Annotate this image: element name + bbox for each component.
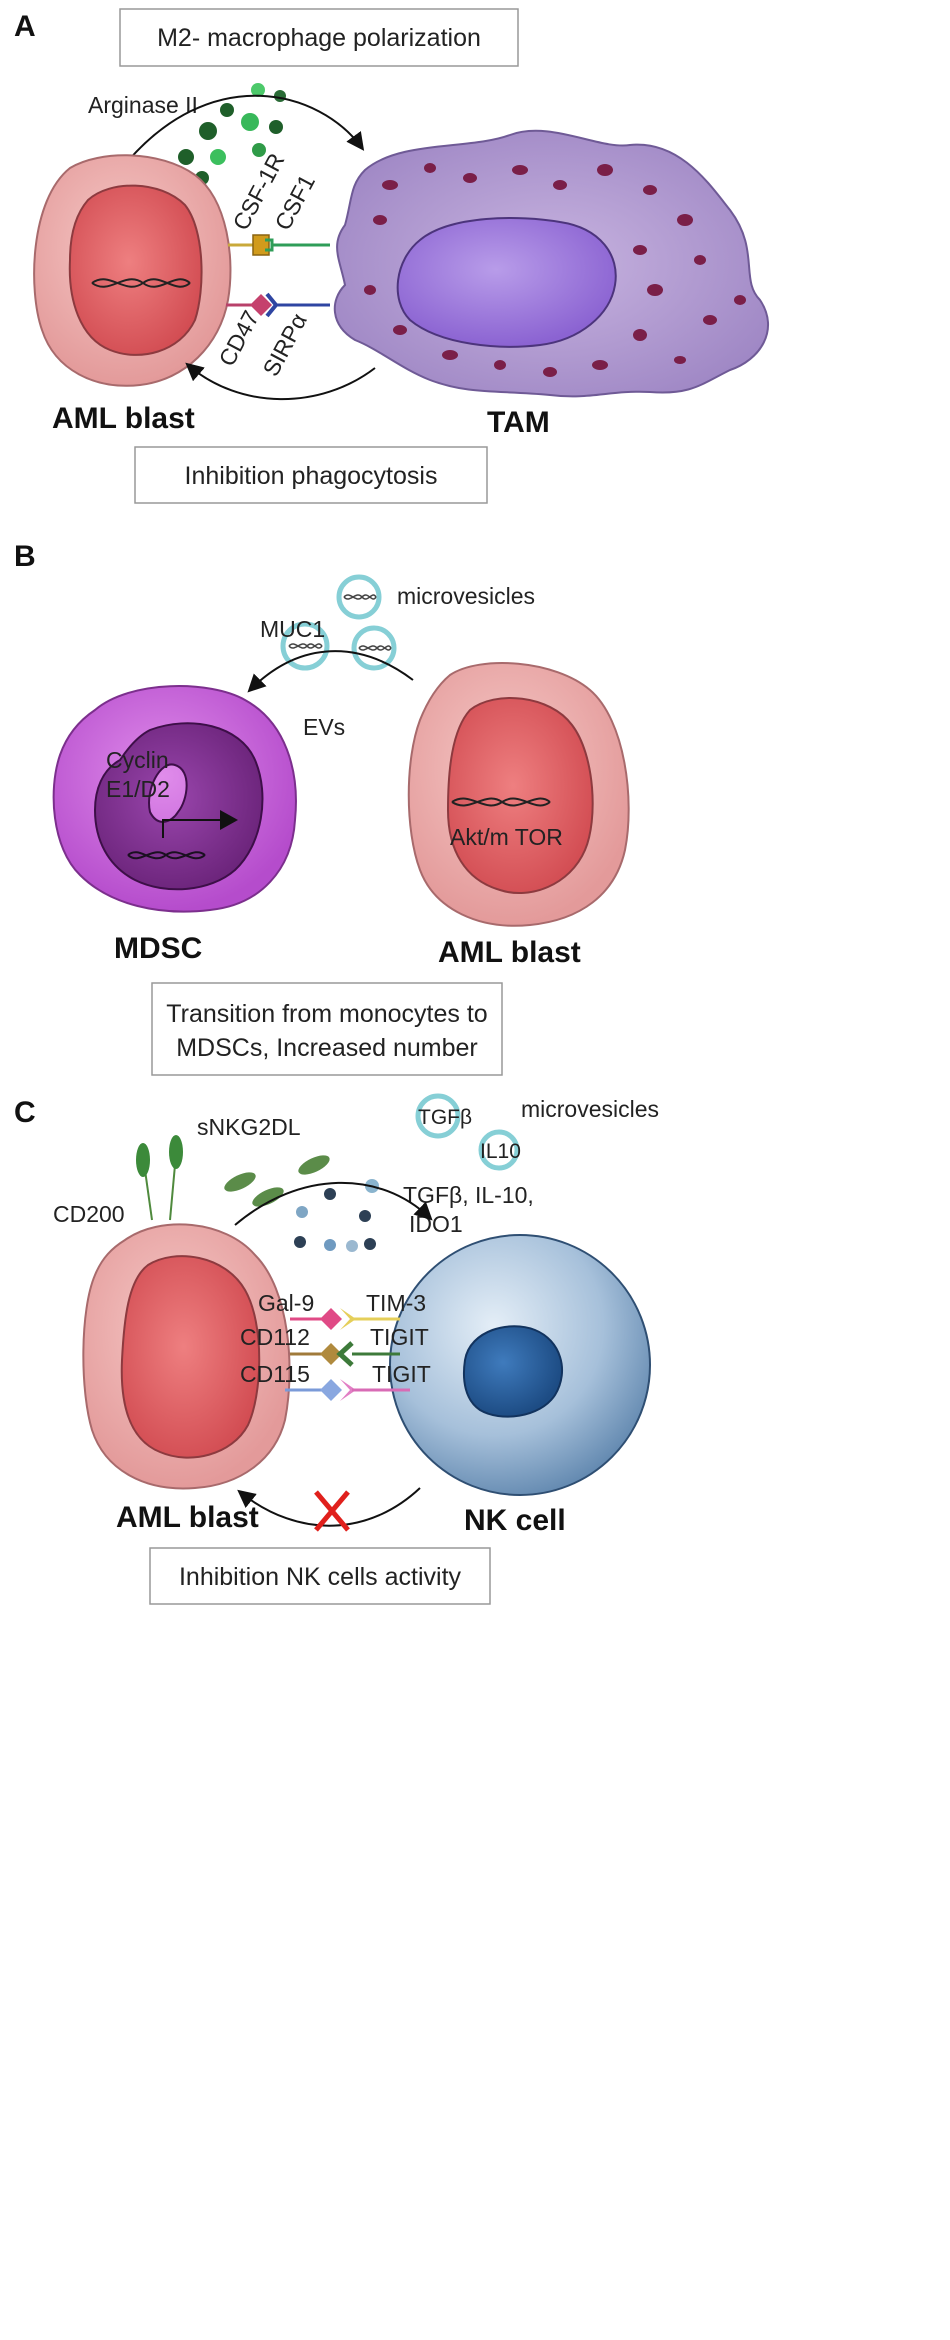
- arrow-aml-to-mdsc: [247, 650, 414, 693]
- panel-a-title-text: M2- macrophage polarization: [157, 24, 481, 52]
- tam-label: TAM: [487, 406, 550, 439]
- aml-blast-b: [407, 662, 630, 927]
- panel-b-vesicles: [280, 574, 397, 671]
- snkg2dl-label: sNKG2DL: [197, 1114, 301, 1140]
- nk-cell-label: NK cell: [464, 1504, 566, 1537]
- cytokines-label-line2: IDO1: [409, 1211, 463, 1237]
- cytokines-label-line1: TGFβ, IL-10,: [403, 1182, 534, 1208]
- inhibition-x-icon: [314, 1490, 350, 1532]
- mdsc-cell: [52, 685, 297, 913]
- arrow-tam-to-aml: [185, 362, 376, 401]
- panel-c-bottom-box: [149, 1547, 491, 1605]
- aml-blast-a: [33, 154, 232, 387]
- panel-b-microvesicles-label: microvesicles: [397, 583, 535, 609]
- cd112-label: CD112: [240, 1324, 310, 1350]
- arrow-aml-to-tam: [121, 94, 365, 169]
- aml-blast-c-label: AML blast: [116, 1501, 259, 1534]
- tigit-label-1: TIGIT: [370, 1324, 429, 1350]
- nk-cell: [389, 1234, 651, 1496]
- tam-granules: [364, 163, 746, 377]
- cd115-label: CD115: [240, 1361, 310, 1387]
- panel-c-letter: C: [14, 1096, 36, 1129]
- panel-a-bottom-text: Inhibition phagocytosis: [185, 462, 438, 490]
- il10-vesicle: [478, 1129, 520, 1171]
- aml-blast-b-label: AML blast: [438, 936, 581, 969]
- il10-vesicle-label: IL10: [480, 1140, 521, 1163]
- muc1-label: MUC1: [260, 616, 325, 642]
- snkg2dl-particles: [224, 1155, 330, 1207]
- panel-b-letter: B: [14, 540, 36, 573]
- aml-blast-c: [82, 1223, 291, 1490]
- panel-b-box-line2: MDSCs, Increased number: [176, 1034, 478, 1062]
- arrow-aml-to-nk: [234, 1181, 433, 1226]
- panel-a: A M2- macrophage polarization Arginase I…: [14, 8, 770, 504]
- tigit-label-2: TIGIT: [372, 1361, 431, 1387]
- panel-a-bottom-box: [134, 446, 488, 504]
- panel-b-box-line1: Transition from monocytes to: [166, 1000, 487, 1028]
- cd200-label: CD200: [53, 1201, 125, 1227]
- cyclin-label-line2: E1/D2: [106, 776, 170, 802]
- arginase-dots: [178, 83, 286, 185]
- gal9-label: Gal-9: [258, 1290, 314, 1316]
- cd112-tigit-pair: [290, 1341, 400, 1367]
- csf1r-csf1-pair: [228, 234, 330, 256]
- panel-c-microvesicles-label: microvesicles: [521, 1096, 659, 1122]
- gal9-tim3-pair: [290, 1308, 400, 1330]
- arrow-nk-to-aml: [237, 1487, 421, 1527]
- arginase-label: Arginase II: [88, 92, 198, 118]
- cd115-tigit-pair: [285, 1379, 410, 1401]
- cd200-receptors: [136, 1135, 183, 1221]
- cd47-sirpa-pair: [226, 292, 330, 318]
- tim3-label: TIM-3: [366, 1290, 426, 1316]
- tgfb-vesicle: [415, 1093, 461, 1139]
- cytokine-dots: [294, 1179, 379, 1252]
- mdsc-label: MDSC: [114, 932, 202, 965]
- akt-label: Akt/m TOR: [450, 824, 563, 850]
- panel-c-bottom-text: Inhibition NK cells activity: [179, 1563, 462, 1591]
- aml-blast-a-label: AML blast: [52, 402, 195, 435]
- panel-a-letter: A: [14, 10, 36, 43]
- evs-label: EVs: [303, 714, 345, 740]
- panel-a-title-box: [119, 8, 519, 67]
- panel-c: C TGFβ IL10 microvesicles sNKG2DL TGFβ, …: [14, 1093, 659, 1605]
- panel-b-box: [151, 982, 503, 1076]
- panel-b: B microvesicles MUC1 EVs Cyclin E1/D2: [14, 540, 630, 1076]
- tgfb-vesicle-label: TGFβ: [418, 1106, 472, 1129]
- sirpa-label: SIRPα: [257, 309, 311, 380]
- cyclin-label-line1: Cyclin: [106, 747, 169, 773]
- tam-cell: [333, 129, 770, 398]
